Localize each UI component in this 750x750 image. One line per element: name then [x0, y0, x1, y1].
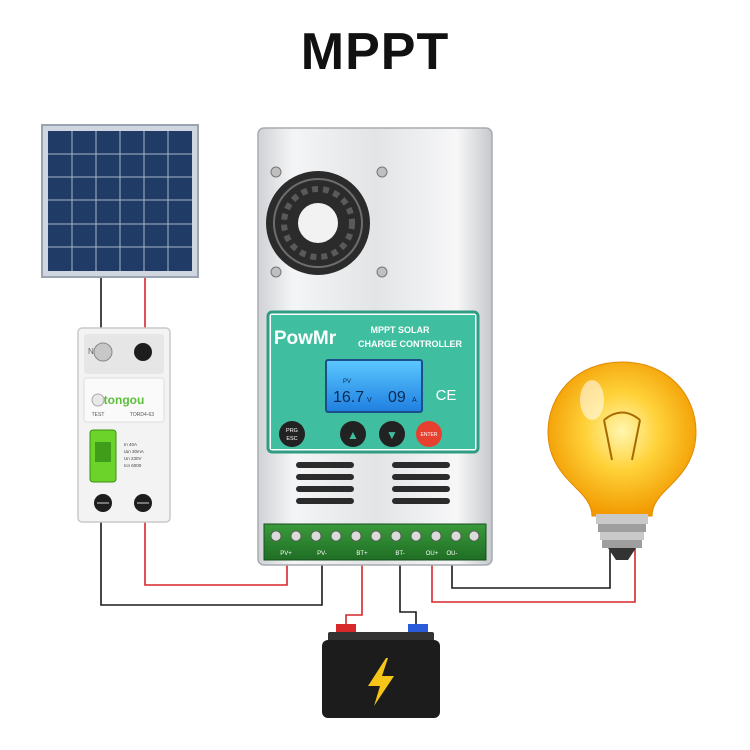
product-line-1: MPPT SOLAR [370, 325, 430, 335]
breaker-test-label: TEST [92, 412, 105, 418]
cooling-fan [266, 166, 388, 278]
rcd-breaker: N tongou TEST TORD4-63 In 40A IΔn 30mA U… [77, 327, 171, 523]
breaker-terminal-n-label: N [88, 347, 94, 356]
wire-pv-negative [100, 520, 323, 606]
lcd-current-value: 09 [388, 389, 406, 406]
up-arrow-icon: ▲ [347, 428, 359, 442]
terminal-label-pv-plus: PV+ [280, 551, 292, 557]
terminal-label-bt-plus: BT+ [356, 551, 368, 557]
wire-bt-positive [345, 560, 363, 630]
wire-load-positive [431, 535, 636, 603]
diagram-title: MPPT [300, 23, 450, 81]
breaker-rating-1: In 40A [124, 442, 137, 447]
breaker-screw-top-left [93, 342, 113, 362]
terminal-label-ou-minus: OU- [447, 551, 458, 557]
svg-text:PRG: PRG [286, 428, 298, 434]
lcd-pv-label: PV [343, 379, 351, 385]
wire-pv-positive [144, 520, 288, 586]
down-arrow-icon: ▼ [386, 428, 398, 442]
breaker-brand: tongou [104, 393, 145, 407]
enter-button[interactable]: ENTER [416, 421, 442, 447]
terminal-screws [270, 530, 480, 542]
product-line-2: CHARGE CONTROLLER [358, 339, 462, 349]
lcd-voltage-value: 16.7 [333, 389, 364, 406]
wire-bt-negative [399, 560, 417, 630]
terminal-label-ou-plus: OU+ [426, 551, 439, 557]
breaker-rating-4: Icn 6000 [124, 463, 142, 468]
battery [322, 624, 440, 718]
charge-controller: PowMr MPPT SOLAR CHARGE CONTROLLER PV 16… [257, 127, 493, 566]
terminal-block [263, 523, 487, 561]
ce-mark: CE [436, 387, 457, 404]
terminal-label-bt-minus: BT- [395, 551, 404, 557]
breaker-test-button[interactable] [91, 393, 105, 407]
up-button[interactable]: ▲ [340, 421, 366, 447]
breaker-screw-top-right [134, 343, 152, 361]
breaker-model: TORD4-63 [130, 412, 154, 418]
lcd-current-unit: A [412, 397, 417, 404]
lcd-screen [325, 359, 423, 413]
light-bulb [547, 361, 697, 560]
lightning-bolt-icon [368, 658, 394, 706]
solar-cells [48, 131, 192, 271]
wiring [100, 275, 636, 630]
terminal-label-pv-minus: PV- [317, 551, 327, 557]
svg-text:ESC: ESC [286, 436, 297, 442]
prg-esc-button[interactable]: PRG ESC [279, 421, 305, 447]
lcd-voltage-unit: V [367, 397, 372, 404]
breaker-rating-2: IΔn 30mA [124, 449, 144, 454]
svg-text:ENTER: ENTER [421, 432, 438, 438]
breaker-rating-3: Un 230V [124, 456, 142, 461]
controller-brand: PowMr [274, 328, 337, 349]
solar-panel [41, 124, 199, 278]
down-button[interactable]: ▼ [379, 421, 405, 447]
vent-slots [296, 462, 450, 504]
